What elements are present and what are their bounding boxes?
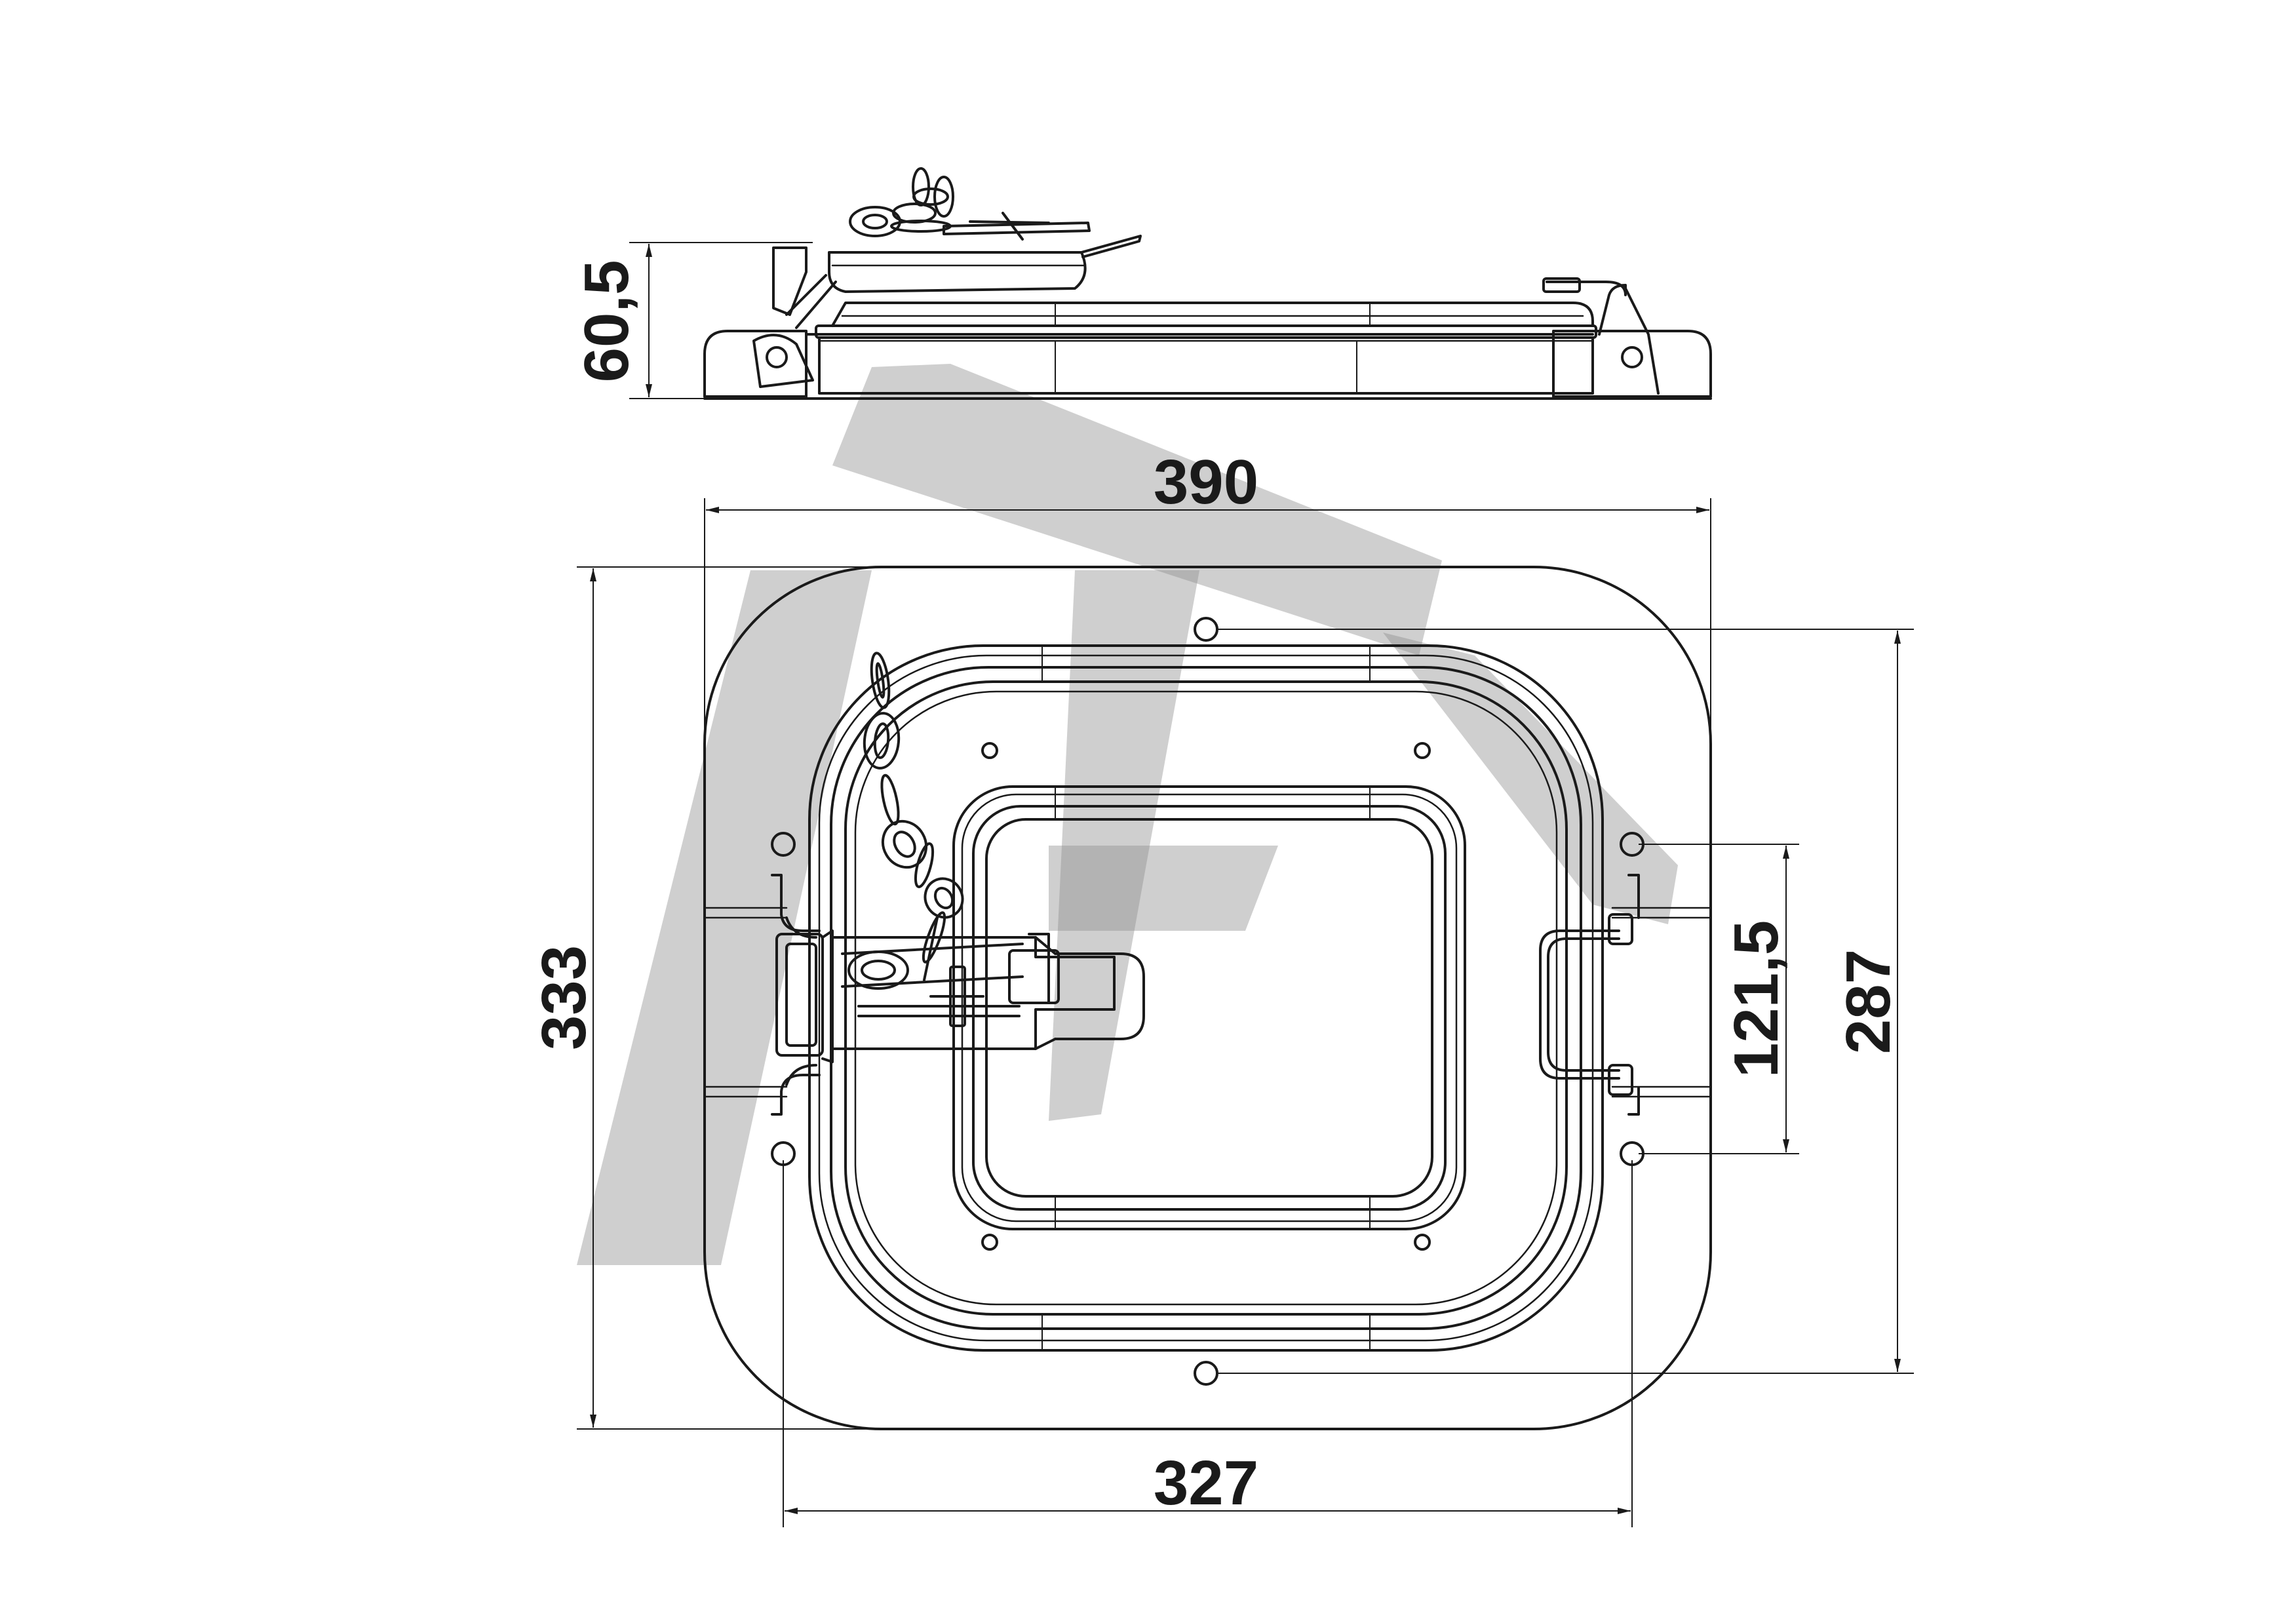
- plan-view: [703, 566, 1712, 1430]
- dim-height-side: 60,5: [572, 260, 642, 383]
- dimension-lines: [577, 242, 1914, 1527]
- left-hinge: [703, 874, 821, 1116]
- inner-panel-outer: [952, 785, 1466, 1230]
- bolt-hole: [981, 1234, 998, 1251]
- right-handle: [1539, 874, 1712, 1116]
- dim-hole-spacing-horizontal: 327: [1154, 1448, 1258, 1518]
- bolt-hole: [981, 742, 998, 759]
- bolt-hole: [1414, 742, 1431, 759]
- dim-overall-height: 333: [529, 945, 599, 1050]
- inner-panel-inner: [985, 818, 1433, 1198]
- watermark-logo: [577, 364, 1678, 1265]
- frame-outer: [808, 644, 1604, 1352]
- dim-overall-width: 390: [1154, 447, 1258, 517]
- dim-mid-height: 121,5: [1721, 920, 1791, 1078]
- bolt-hole: [1414, 1234, 1431, 1251]
- outer-flange: [703, 566, 1712, 1430]
- dim-hole-spacing-vertical: 287: [1833, 949, 1903, 1054]
- latch-assembly: [775, 929, 1145, 1063]
- mounting-hole-top: [1194, 617, 1218, 642]
- safety-chain: [863, 652, 964, 981]
- mounting-hole-left-upper: [771, 832, 796, 857]
- side-view: [703, 167, 1712, 400]
- frame-inner: [844, 680, 1568, 1316]
- mounting-hole-bottom: [1194, 1361, 1218, 1386]
